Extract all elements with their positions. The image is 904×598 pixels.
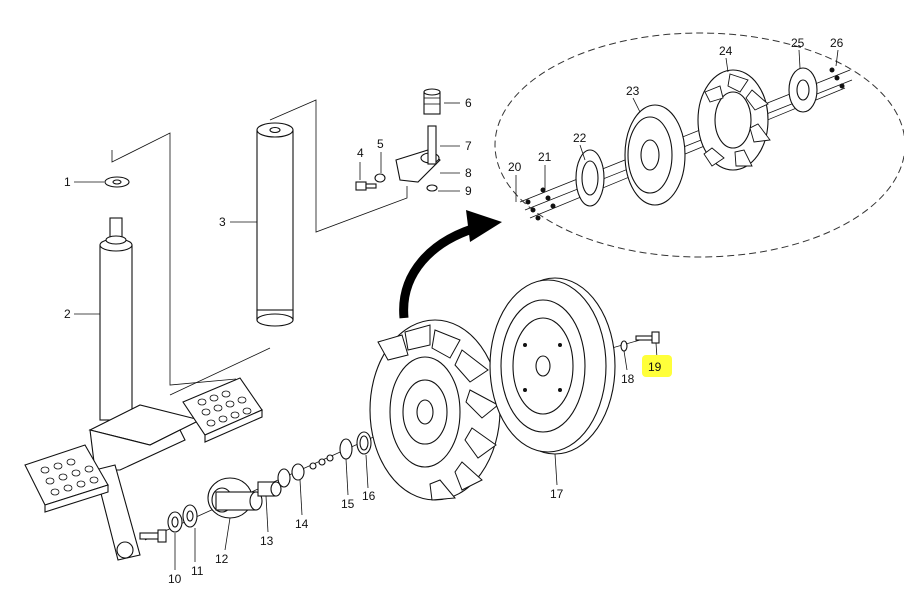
pin-part-7 xyxy=(427,125,437,165)
label-26: 26 xyxy=(830,36,844,50)
label-15: 15 xyxy=(341,497,355,511)
label-13: 13 xyxy=(260,534,274,548)
highlight-box xyxy=(642,355,672,377)
bearing-part-14 xyxy=(277,454,334,488)
tractor-tire xyxy=(369,319,501,501)
spring-pin-part-6 xyxy=(423,88,441,115)
spacer-part-13 xyxy=(257,481,282,497)
label-23: 23 xyxy=(626,84,640,98)
part-labels: 1 2 3 4 5 6 7 8 9 10 11 12 13 14 15 16 1… xyxy=(64,36,844,586)
label-16: 16 xyxy=(362,489,376,503)
bolts-part-20-21 xyxy=(525,187,556,221)
tube-part-3 xyxy=(256,122,294,327)
pedal-holes xyxy=(40,390,252,496)
bearing-part-11 xyxy=(182,504,198,528)
label-21: 21 xyxy=(538,150,552,164)
label-24: 24 xyxy=(719,44,733,58)
ring-part-9 xyxy=(426,184,438,192)
label-14: 14 xyxy=(295,517,309,531)
label-leaders xyxy=(74,49,839,570)
label-7: 7 xyxy=(465,139,472,153)
label-22: 22 xyxy=(573,131,587,145)
seal-part-16 xyxy=(356,431,372,455)
label-10: 10 xyxy=(168,572,182,586)
flange-part-22 xyxy=(575,149,605,207)
nut-part-5 xyxy=(374,173,386,183)
label-11: 11 xyxy=(191,564,204,578)
curved-arrow-icon xyxy=(399,210,502,319)
bolt-part-10 xyxy=(139,529,167,543)
label-12: 12 xyxy=(215,552,229,566)
label-3: 3 xyxy=(219,215,226,229)
washer-part-18 xyxy=(620,340,628,352)
label-8: 8 xyxy=(465,166,472,180)
tire-part-24 xyxy=(697,69,771,171)
detail-inset-ellipse xyxy=(494,32,904,258)
label-4: 4 xyxy=(357,146,364,160)
bearing-part-10 xyxy=(167,511,183,533)
hub-cap-part-25 xyxy=(788,67,818,113)
label-25: 25 xyxy=(791,36,805,50)
circlip-part-15 xyxy=(339,438,353,460)
pedal-shaft-assembly-part-2 xyxy=(24,217,263,561)
label-6: 6 xyxy=(465,96,472,110)
label-19: 19 xyxy=(648,360,662,374)
label-17: 17 xyxy=(550,487,564,501)
hub-part-12 xyxy=(207,477,263,519)
label-20: 20 xyxy=(508,160,522,174)
label-18: 18 xyxy=(621,372,635,386)
wheel-rim-part-17 xyxy=(489,277,616,455)
bolt-part-4 xyxy=(355,181,377,191)
bolts-part-26 xyxy=(829,67,845,89)
label-5: 5 xyxy=(377,137,384,151)
label-2: 2 xyxy=(64,307,71,321)
label-9: 9 xyxy=(465,184,472,198)
rim-part-23 xyxy=(624,104,686,206)
bolt-part-19 xyxy=(635,331,660,344)
label-1: 1 xyxy=(64,175,71,189)
